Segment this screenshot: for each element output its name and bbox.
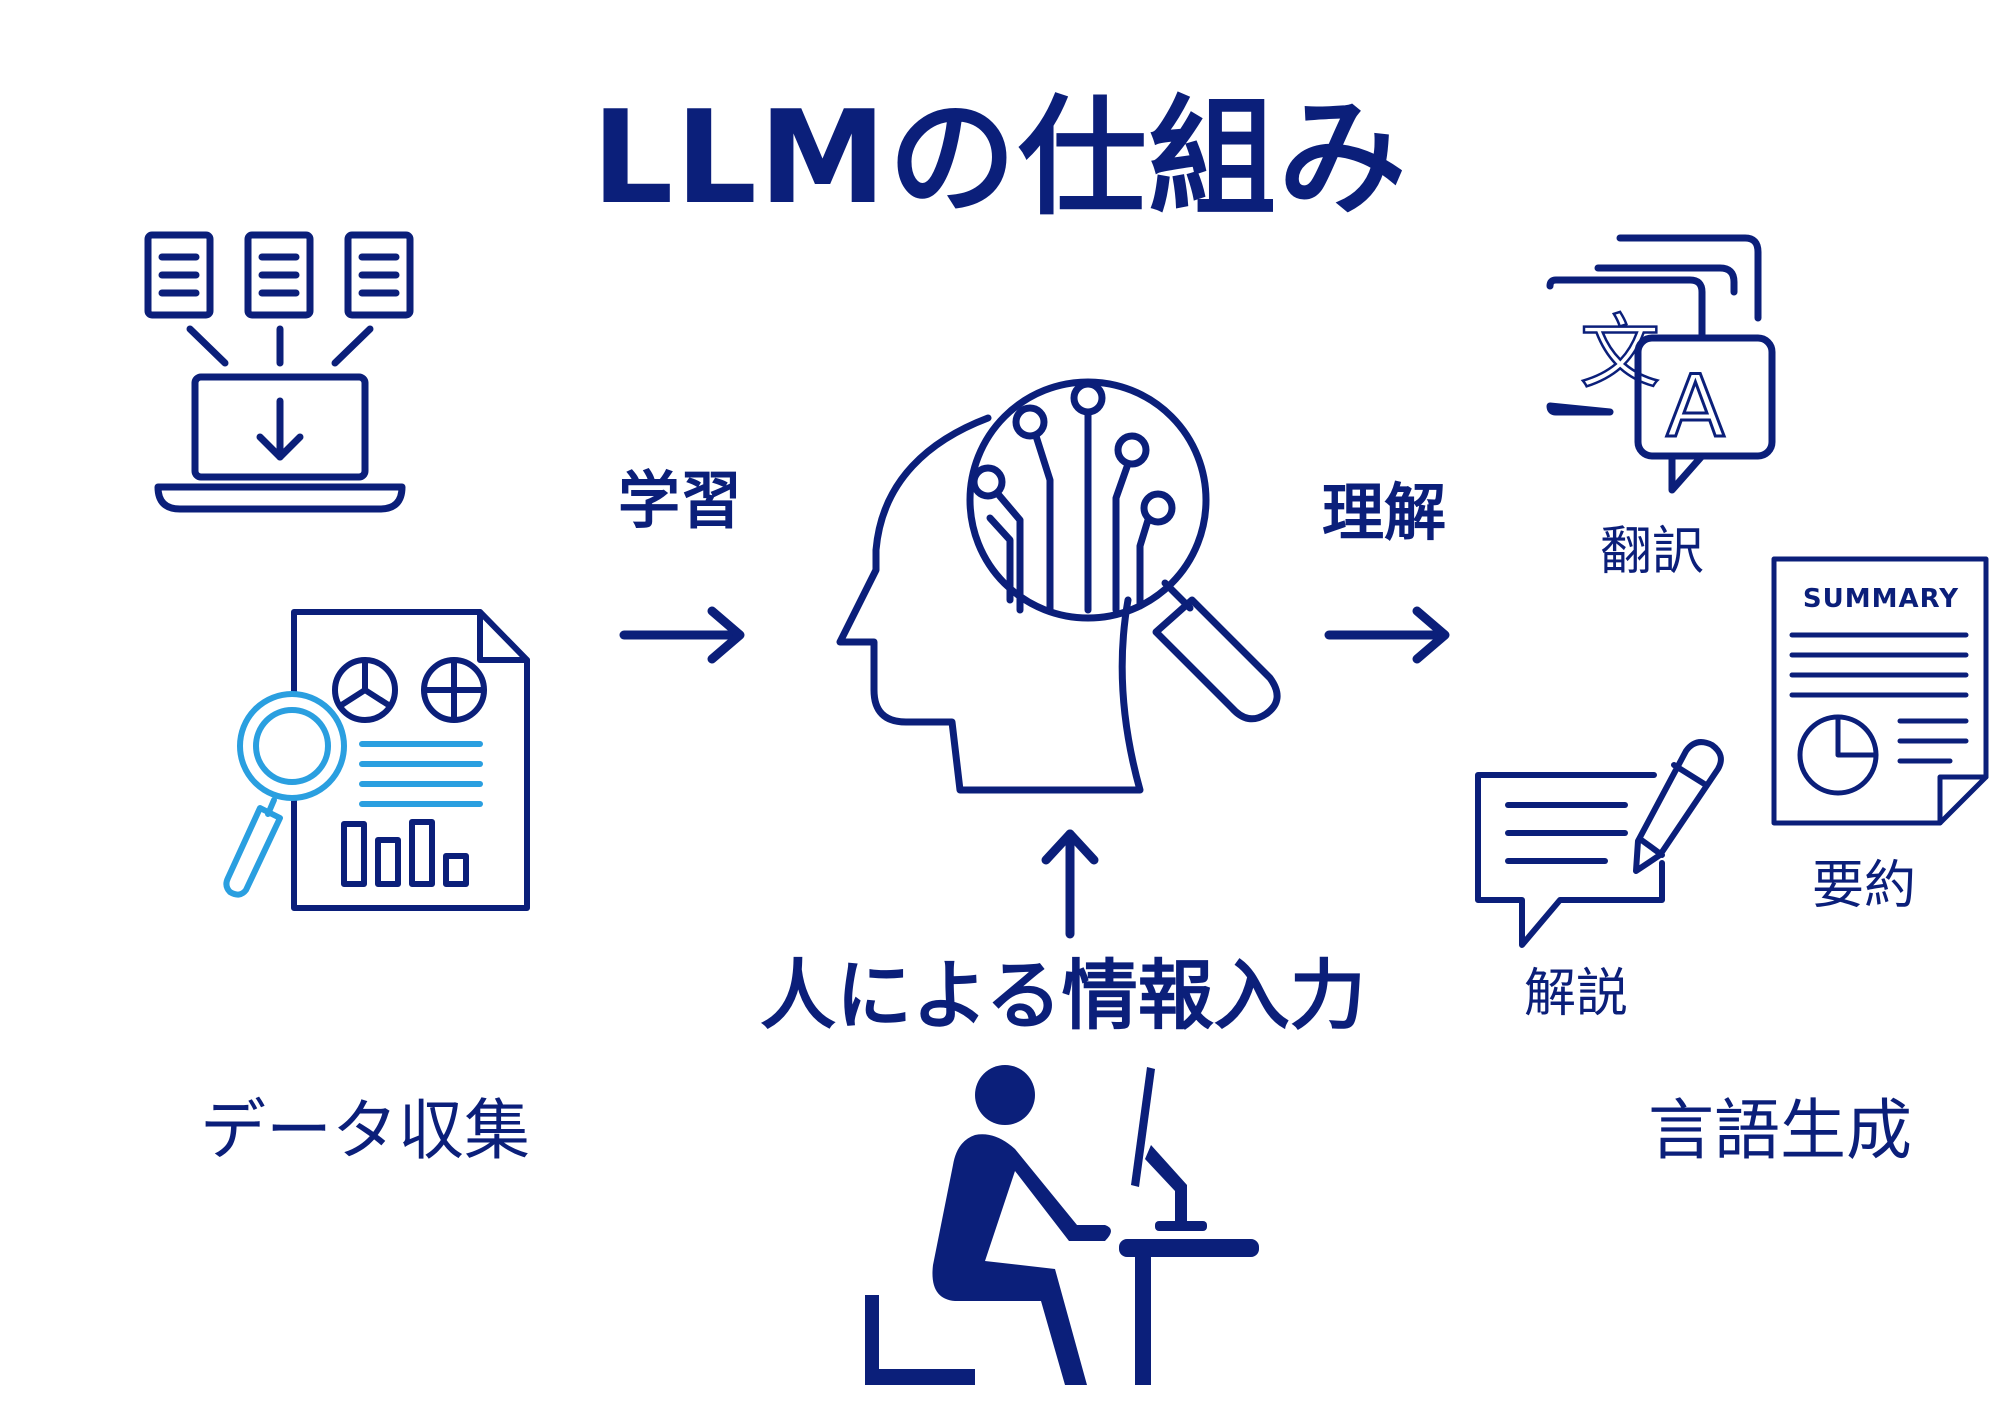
ai-head-magnifier-icon <box>836 378 1281 794</box>
summary-doc-heading: SUMMARY <box>1803 584 1959 614</box>
translate-icon: 文 A <box>1546 234 1776 494</box>
caption-language-generation: 言語生成 <box>1648 1092 1912 1169</box>
arrow-right-icon <box>619 606 745 664</box>
step-label-understanding: 理解 <box>1322 476 1447 549</box>
translate-glyph-latin: A <box>1666 357 1725 457</box>
person-at-computer-icon <box>865 1065 1259 1385</box>
translate-glyph-kanji: 文 <box>1580 306 1660 399</box>
comment-edit-icon <box>1475 739 1724 948</box>
step-label-learning: 学習 <box>618 464 743 537</box>
summary-document-icon: SUMMARY <box>1771 556 1989 826</box>
arrow-right-icon <box>1324 606 1450 664</box>
output-label-summary: 要約 <box>1812 856 1917 916</box>
arrow-up-icon <box>1041 829 1099 939</box>
diagram-title: LLMの仕組み <box>591 84 1409 233</box>
caption-data-collection: データ収集 <box>200 1092 530 1169</box>
step-label-human-input: 人による情報入力 <box>760 951 1366 1040</box>
documents-to-laptop-icon <box>144 231 414 513</box>
output-label-translation: 翻訳 <box>1600 522 1705 582</box>
output-label-explanation: 解説 <box>1524 964 1629 1024</box>
report-magnifier-icon <box>223 609 530 911</box>
